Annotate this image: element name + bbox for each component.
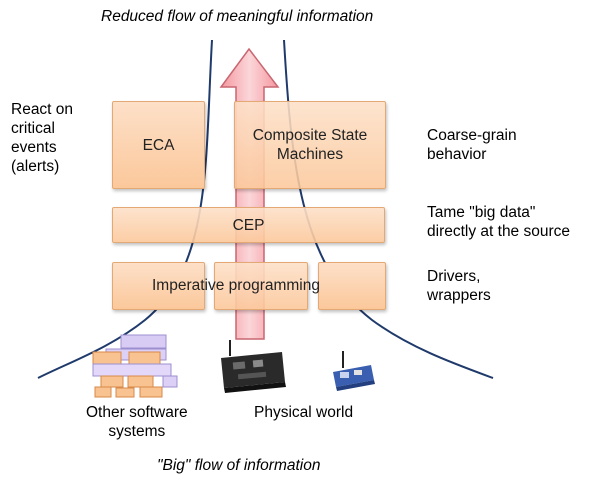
imperative-segment-left bbox=[112, 262, 205, 310]
csm-label-line: Machines bbox=[276, 146, 344, 163]
bottom-flow-label: "Big" flow of information bbox=[157, 457, 321, 474]
drivers-line: Drivers, bbox=[427, 268, 481, 285]
left-note-line: events bbox=[11, 139, 57, 156]
cep-label: CEP bbox=[232, 216, 265, 234]
composite-state-machines-box: Composite State Machines bbox=[234, 101, 386, 189]
imperative-segment-middle bbox=[214, 262, 308, 310]
big-data-line: directly at the source bbox=[427, 223, 571, 240]
imperative-programming-label: Imperative programming bbox=[152, 277, 320, 294]
imperative-segment-right bbox=[318, 262, 386, 310]
physical-world-label: Physical world bbox=[254, 404, 354, 421]
left-note-line: critical bbox=[11, 120, 55, 137]
big-data-line: Tame "big data" bbox=[427, 204, 536, 221]
coarse-grain-note: Coarse-grain behavior bbox=[427, 126, 517, 164]
software-systems-line: Other software bbox=[86, 404, 188, 421]
software-systems-line: systems bbox=[108, 423, 166, 440]
coarse-grain-line: Coarse-grain bbox=[427, 127, 517, 144]
top-flow-label: Reduced flow of meaningful information bbox=[101, 8, 374, 25]
software-systems-label: Other software systems bbox=[86, 403, 188, 441]
sensor-node-icon bbox=[333, 351, 375, 391]
drivers-note: Drivers, wrappers bbox=[427, 267, 491, 305]
left-note: React on critical events (alerts) bbox=[11, 100, 73, 176]
left-note-line: React on bbox=[11, 101, 74, 118]
software-systems-icon bbox=[92, 334, 178, 398]
drivers-line: wrappers bbox=[427, 287, 491, 304]
eca-box: ECA bbox=[112, 101, 205, 189]
left-note-line: (alerts) bbox=[11, 158, 60, 175]
coarse-grain-line: behavior bbox=[427, 146, 487, 163]
cep-box: CEP bbox=[112, 207, 385, 243]
big-data-note: Tame "big data" directly at the source bbox=[427, 203, 570, 241]
csm-label-line: Composite State bbox=[252, 127, 368, 144]
hardware-gateway-icon bbox=[221, 340, 286, 393]
eca-label: ECA bbox=[142, 136, 175, 154]
